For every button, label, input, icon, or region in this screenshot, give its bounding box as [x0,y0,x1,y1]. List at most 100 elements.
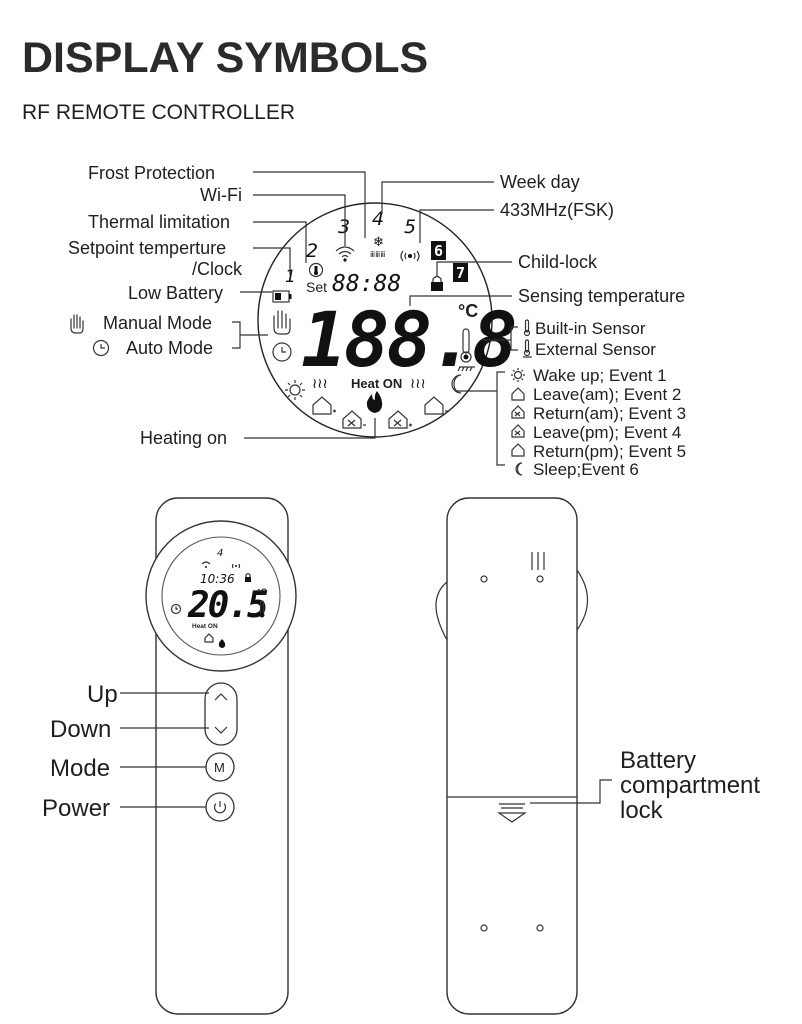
screw-hole [480,575,488,583]
rf-signal-icon [400,250,420,262]
leader-events [455,371,505,466]
label-heating-on: Heating on [140,428,227,448]
low-battery-icon [272,290,292,303]
label-mode: Mode [50,755,110,782]
leader-setpoint [253,247,291,275]
battery-lock-icon[interactable] [497,803,527,823]
remote-lock-icon [245,572,251,582]
manual-mode-legend-icon [70,314,84,334]
up-down-rocker[interactable] [204,682,238,746]
label-rf-frequency: 433MHz(FSK) [500,200,614,220]
event-5-label: Return(pm); Event 5 [533,442,686,461]
label-sensing-temperature: Sensing temperature [518,286,685,306]
svg-text:ⅲⅲⅲ: ⅲⅲⅲ [370,250,385,259]
label-setpoint-2: /Clock [192,259,243,279]
child-lock-icon [431,275,443,291]
lcd-day-7-box [453,263,468,282]
leader-battery-lock [530,779,612,804]
event-5-house-icon [511,443,525,457]
lcd-set-label: Set [306,279,327,295]
page-title: DISPLAY SYMBOLS [22,34,428,82]
leader-wifi [253,194,346,246]
leader-weekday [381,181,494,214]
remote-lcd-temp: 20.5 [187,585,268,626]
auto-mode-icon [272,342,292,362]
remote-lcd-unit: °C [257,587,268,597]
label-battery-3: lock [620,797,664,824]
label-battery-2: compartment [620,772,760,799]
remote-thermometer-icon [259,600,265,618]
label-thermal-limitation: Thermal limitation [88,212,230,232]
remote-lcd-heat-on: Heat ON [192,623,218,630]
event-3-house-icon [511,405,525,419]
lcd-big-digits: 188.8 [301,295,515,384]
leader-sensors [482,326,518,351]
lcd-day-6: 6 [434,242,443,260]
grip-lines-icon [531,552,545,570]
lcd-waves-right: ≀≀≀ [410,376,426,392]
power-icon [213,801,227,814]
leader-sensing [409,295,512,306]
sensor-thermometer-icon [457,328,475,372]
leader-childlock [436,261,512,276]
lcd-day-4: 4 [372,208,384,230]
lcd-day-5: 5 [404,216,416,238]
builtin-sensor-legend-icon [523,319,531,337]
label-power: Power [42,795,110,822]
lcd-day-6-box [431,241,446,260]
wifi-icon [335,246,355,262]
remote-house-icon [204,633,214,643]
remote-back-left-bulge [435,581,448,641]
leader-modes [232,321,268,349]
event-3-label: Return(am); Event 3 [533,404,686,423]
house-leave-pm-icon [388,410,412,429]
lcd-day-1: 1 [285,267,296,287]
label-wifi: Wi-Fi [200,185,242,205]
leader-thermal [253,221,307,263]
screw-hole [536,575,544,583]
chevron-up-icon[interactable] [214,693,228,701]
page-subtitle: RF REMOTE CONTROLLER [22,101,295,124]
remote-front-screen [161,536,281,656]
label-builtin-sensor: Built-in Sensor [535,319,646,338]
remote-lcd-time: 10:36 [200,572,235,586]
house-return-pm-icon [424,396,448,415]
lcd-waves-left: ≀≀≀ [312,376,328,392]
event-4-label: Leave(pm); Event 4 [533,423,681,442]
event-2-house-icon [511,387,525,401]
lcd-unit: °C [458,301,478,321]
manual-mode-icon [273,310,291,335]
remote-flame-icon [218,639,226,648]
mode-button-glyph: M [214,760,225,775]
lcd-day-3: 3 [338,216,350,238]
leader-frost [253,171,366,238]
screw-hole [536,924,544,932]
event-6-moon-icon [515,462,523,476]
label-down: Down [50,716,111,743]
event-2-label: Leave(am); Event 2 [533,385,681,404]
lcd-day-2: 2 [306,240,318,262]
leader-rf [419,209,494,243]
label-child-lock: Child-lock [518,252,598,272]
chevron-down-icon[interactable] [214,726,228,734]
event-1-label: Wake up; Event 1 [533,366,667,385]
label-setpoint-1: Setpoint temperture [68,238,226,258]
moon-icon [451,374,462,394]
label-up: Up [87,681,118,708]
lcd-clock-digits: 88:88 [332,271,401,297]
lcd-day-7: 7 [456,264,465,282]
label-external-sensor: External Sensor [535,340,656,359]
remote-wifi-icon [201,561,211,568]
label-manual-mode: Manual Mode [103,313,212,333]
external-sensor-legend-icon [523,339,532,358]
house-return-am-icon [342,410,366,429]
remote-lcd-day: 4 [217,548,223,559]
svg-text:❄: ❄ [373,235,384,250]
remote-back-body [446,497,578,1015]
heating-flame-icon [366,391,383,413]
lcd-heat-on: Heat ON [351,376,402,391]
label-week-day: Week day [500,172,580,192]
leader-heating [244,418,376,439]
event-1-sun-icon [511,368,525,382]
label-frost-protection: Frost Protection [88,163,215,183]
